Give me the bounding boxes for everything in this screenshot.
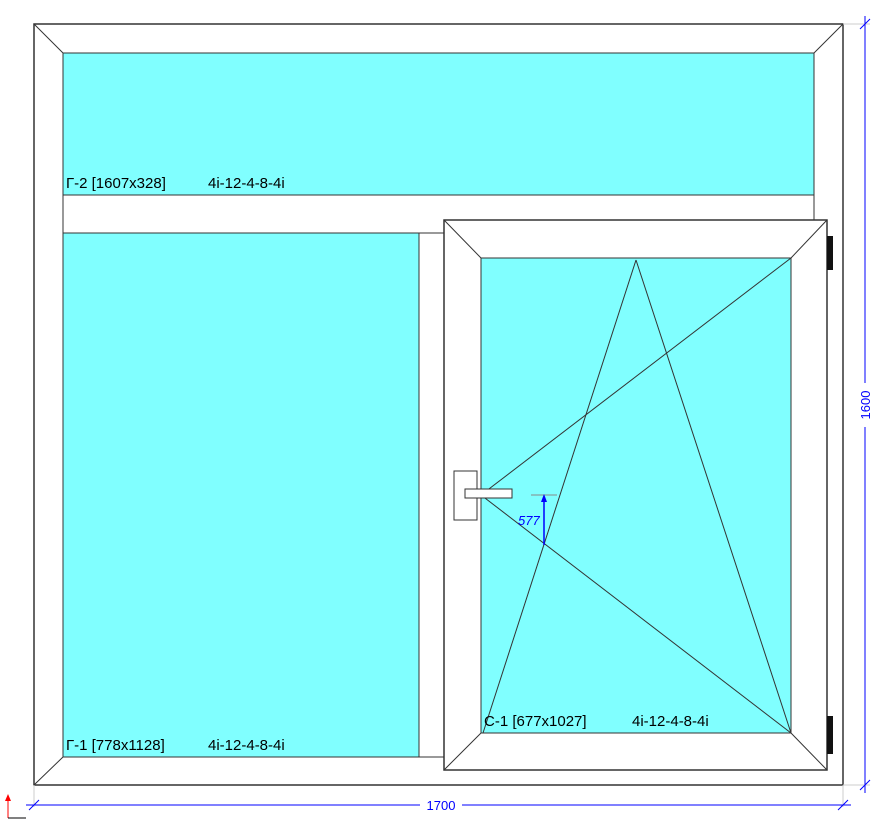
width-label: 1700 — [427, 798, 456, 813]
glass-sash-name: С-1 [677x1027] — [484, 713, 587, 730]
handle-height-dimension: 577 — [518, 494, 557, 545]
sash[interactable] — [443, 219, 828, 771]
handle-icon[interactable] — [453, 470, 513, 521]
height-label: 1600 — [858, 391, 873, 420]
axis-icon — [5, 794, 26, 819]
glass-sash-formula: 4i-12-4-8-4i — [632, 713, 709, 730]
glass-left-name: Г-1 [778x1128] — [66, 737, 165, 754]
handle-height-label: 577 — [518, 513, 540, 528]
height-dimension: 1600 — [843, 16, 873, 793]
glass-top-name: Г-2 [1607x328] — [66, 175, 166, 192]
mullion[interactable] — [418, 232, 445, 758]
glass-top[interactable] — [62, 52, 815, 196]
hinge-top-icon — [827, 236, 833, 270]
glass-top-formula: 4i-12-4-8-4i — [208, 175, 285, 192]
glass-sash — [480, 257, 792, 734]
opening-lines — [480, 257, 792, 734]
glass-left[interactable] — [62, 232, 420, 758]
width-dimension: 1700 — [26, 785, 851, 813]
hinge-bottom-icon — [827, 716, 833, 754]
glass-left-formula: 4i-12-4-8-4i — [208, 737, 285, 754]
